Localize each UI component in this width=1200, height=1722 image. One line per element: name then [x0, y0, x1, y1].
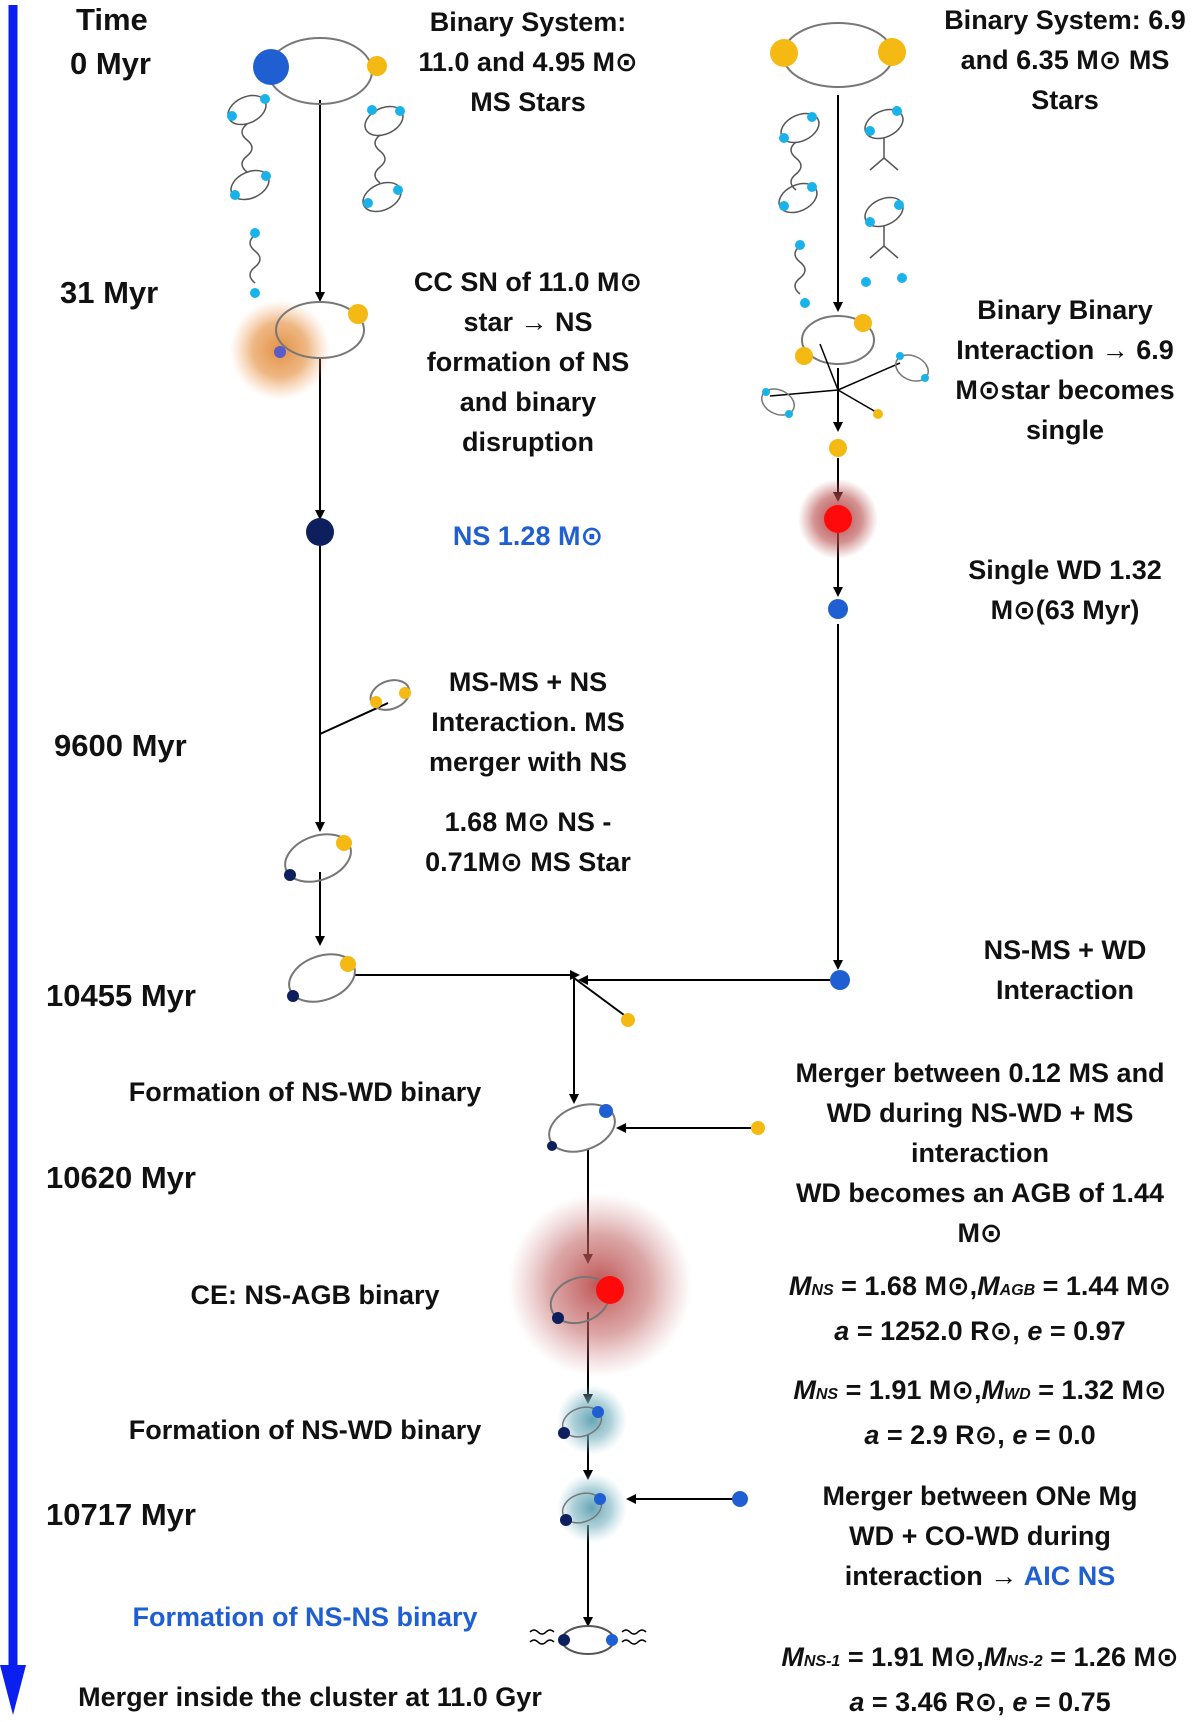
right-initial-binary — [770, 22, 906, 88]
ns-ms-mass-label: 1.68 M⊙ NS -0.71M⊙ MS Star — [425, 807, 631, 877]
time-label-31: 31 Myr — [60, 275, 159, 310]
time-axis — [0, 5, 26, 1715]
right-perturbers — [778, 108, 904, 295]
ce-label: CE: NS-AGB binary — [190, 1280, 440, 1310]
formation-nswd-label-1: Formation of NS-WD binary — [128, 1077, 482, 1107]
ejected-ms-star — [621, 1013, 635, 1027]
ns-ms-binary — [284, 833, 352, 883]
supernova-binary — [230, 300, 368, 400]
left-perturbers — [227, 94, 404, 284]
ce-params: MNS = 1.68 M⊙,MAGB = 1.44 M⊙ a = 1252.0 … — [788, 1271, 1172, 1346]
time-label-10455: 10455 Myr — [46, 978, 196, 1013]
formation-nswd-label-2: Formation of NS-WD binary — [128, 1415, 482, 1445]
ns-ms-binary-2 — [287, 953, 356, 1003]
nsns-params: MNS-1 = 1.91 M⊙,MNS-2 = 1.26 M⊙ a = 3.46… — [781, 1642, 1179, 1717]
right-perturber-stars — [779, 106, 907, 308]
ns-ns-binary — [529, 1625, 647, 1655]
ns-wd-binary-3 — [557, 1473, 627, 1543]
ns-wd-binary-2 — [557, 1385, 627, 1455]
common-envelope — [508, 1193, 692, 1377]
nswd-params: MNS = 1.91 M⊙,MWD = 1.32 M⊙ a = 2.9 R⊙, … — [793, 1375, 1167, 1450]
formation-nsns-label: Formation of NS-NS binary — [132, 1602, 478, 1632]
time-label-9600: 9600 Myr — [54, 728, 187, 763]
wd-star-2 — [830, 970, 850, 990]
time-label-0: 0 Myr — [70, 46, 151, 81]
final-merger-label: Merger inside the cluster at 11.0 Gyr — [78, 1682, 542, 1712]
incoming-ms-star — [751, 1121, 765, 1135]
time-label-10620: 10620 Myr — [46, 1160, 196, 1195]
single-ms-star — [829, 439, 847, 457]
ns-wd-binary — [547, 1103, 616, 1153]
agb-star-right — [798, 479, 878, 559]
wd-star — [828, 599, 848, 619]
msms-interacting-binary — [369, 679, 411, 711]
incoming-co-wd — [732, 1491, 748, 1507]
left-initial-binary — [253, 37, 387, 105]
ns-star — [306, 518, 334, 546]
ns-mass-label: NS 1.28 M⊙ — [452, 521, 604, 551]
left-system-label: Binary System:11.0 and 4.95 M⊙MS Stars — [418, 7, 638, 117]
binary-binary-interaction — [761, 314, 929, 419]
time-title: Time — [76, 2, 148, 37]
time-label-10717: 10717 Myr — [46, 1497, 196, 1532]
left-perturber-stars — [227, 94, 405, 298]
